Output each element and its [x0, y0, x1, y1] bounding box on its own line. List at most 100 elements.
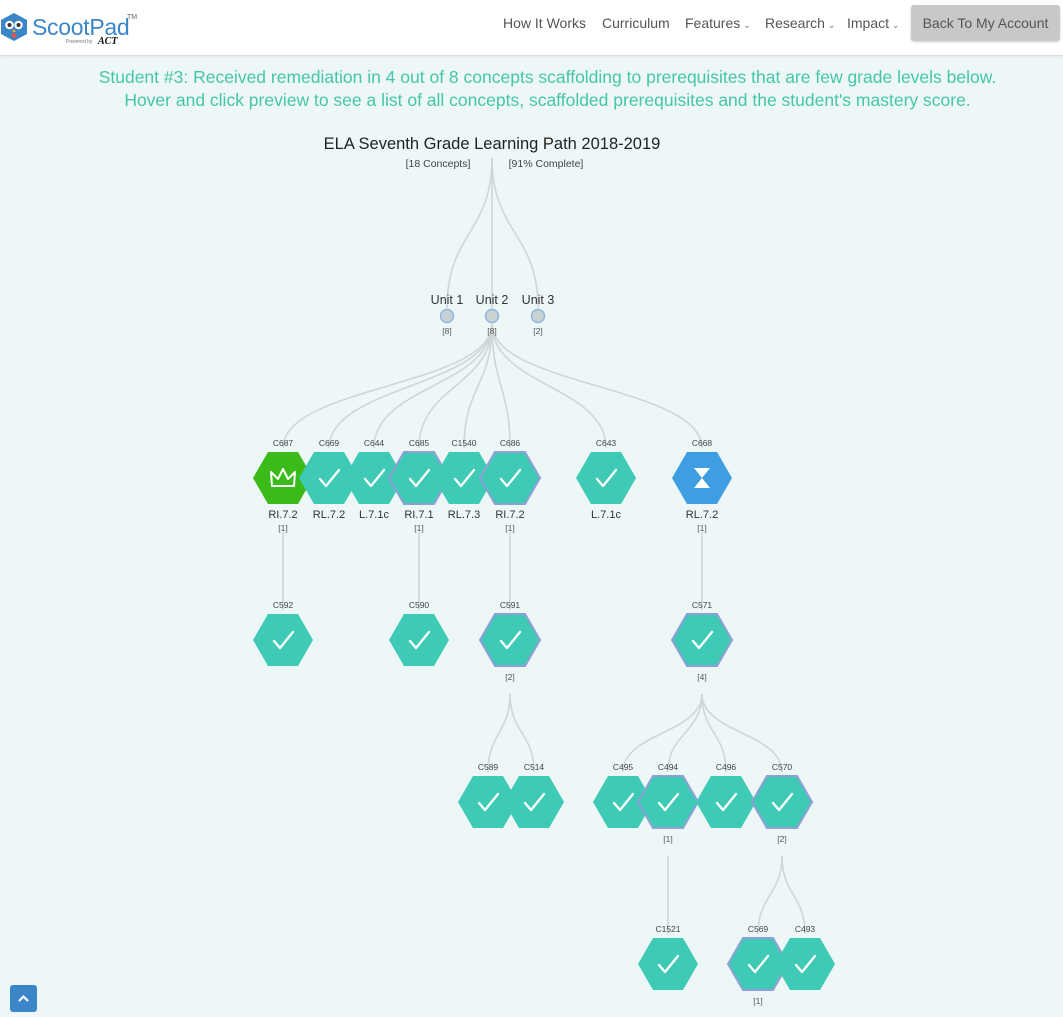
nav-how-it-works[interactable]: How It Works [503, 15, 586, 31]
concept-prerequisite-link [701, 693, 783, 773]
concept-node[interactable]: C514 [504, 762, 564, 828]
concept-hexagon [299, 452, 359, 504]
concept-count: [1] [505, 523, 514, 533]
checkmark-icon [477, 792, 500, 812]
checkmark-icon [771, 792, 794, 812]
concept-id: C592 [273, 600, 294, 610]
percent-complete: [91% Complete] [509, 158, 584, 170]
concept-count: [18 Concepts] [406, 158, 471, 170]
concept-id: C514 [524, 762, 545, 772]
concept-id: C495 [613, 762, 634, 772]
concept-node[interactable]: C590 [389, 600, 449, 666]
top-navbar: ScootPad TM Powered by ACT How It Works … [0, 0, 1063, 56]
concept-count: [4] [697, 672, 706, 682]
concept-id: C1521 [655, 924, 680, 934]
concept-hexagon [478, 613, 542, 667]
concept-hexagon [387, 451, 451, 505]
unit-node[interactable]: Unit 2[8] [476, 293, 509, 336]
chevron-down-icon: ⌄ [827, 20, 836, 30]
concept-prerequisite-link [757, 855, 783, 935]
concept-hexagon [636, 775, 700, 829]
concept-standard: RI.7.1 [404, 509, 433, 521]
concept-node[interactable]: C569[1] [726, 924, 790, 1006]
concept-hexagon [672, 452, 732, 504]
scootpad-logo[interactable]: ScootPad TM Powered by ACT [0, 6, 140, 48]
nav-research[interactable]: Research⌄ [765, 15, 835, 31]
concept-node[interactable]: C571[4] [670, 600, 734, 682]
nav-curriculum[interactable]: Curriculum [602, 15, 670, 31]
concept-hexagon [576, 452, 636, 504]
concept-id: C1540 [451, 438, 476, 448]
concept-hexagon [253, 614, 313, 666]
concept-standard: RL.7.2 [686, 509, 718, 521]
concept-id: C669 [319, 438, 340, 448]
concept-count: [1] [697, 523, 706, 533]
checkmark-icon [272, 630, 295, 650]
concept-standard: RI.7.2 [268, 509, 297, 521]
unit-label: Unit 1 [431, 293, 464, 307]
checkmark-icon [715, 792, 738, 812]
nav-impact[interactable]: Impact⌄ [847, 15, 900, 31]
concept-prerequisite-link [701, 693, 727, 773]
concept-node[interactable]: C495 [593, 762, 653, 828]
concept-hexagon [775, 938, 835, 990]
nav-label: Features [685, 15, 741, 31]
concept-node[interactable]: C496 [696, 762, 756, 828]
concept-node[interactable]: C1521 [638, 924, 698, 990]
checkmark-icon [408, 630, 431, 650]
concept-id: C494 [658, 762, 679, 772]
concept-node[interactable]: C570[2] [750, 762, 814, 844]
unit-node[interactable]: Unit 1[8] [431, 293, 464, 336]
concept-standard: RI.7.2 [495, 509, 524, 521]
unit-concept-link [463, 323, 493, 449]
concept-id: C686 [500, 438, 521, 448]
checkmark-icon [363, 468, 386, 488]
concept-hexagon [593, 776, 653, 828]
concept-id: C687 [273, 438, 294, 448]
scroll-to-top-button[interactable] [10, 985, 37, 1012]
checkmark-icon [612, 792, 635, 812]
tree-links [282, 157, 806, 935]
concept-node[interactable]: C592 [253, 600, 313, 666]
concept-hexagon [638, 938, 698, 990]
checkmark-icon [691, 630, 714, 650]
brand-name: ScootPad [32, 14, 130, 40]
crown-icon [270, 468, 296, 487]
learning-path-title: ELA Seventh Grade Learning Path 2018-201… [324, 135, 661, 153]
unit-circle [439, 308, 455, 324]
concept-standard: RL.7.3 [448, 509, 480, 521]
nav-label: How It Works [503, 15, 586, 31]
concept-standard: L.7.1c [591, 509, 621, 521]
concept-prerequisite-link [509, 693, 535, 773]
unit-node[interactable]: Unit 3[2] [522, 293, 555, 336]
back-to-account-button[interactable]: Back To My Account [911, 5, 1060, 41]
unit-circle [530, 308, 546, 324]
nav-features[interactable]: Features⌄ [685, 15, 751, 31]
intro-line-1: Student #3: Received remediation in 4 ou… [98, 67, 997, 87]
concept-standard: L.7.1c [359, 509, 389, 521]
concept-id: C591 [500, 600, 521, 610]
checkmark-icon [453, 468, 476, 488]
concept-hexagon [389, 614, 449, 666]
unit-count: [8] [487, 326, 496, 336]
concept-hexagon [670, 613, 734, 667]
concept-node[interactable]: C493 [775, 924, 835, 990]
concept-node[interactable]: C591[2] [478, 600, 542, 682]
intro-line-2: Hover and click preview to see a list of… [124, 90, 971, 110]
concept-hexagon [696, 776, 756, 828]
concept-node[interactable]: C589 [458, 762, 518, 828]
concept-node[interactable]: C494[1] [636, 762, 700, 844]
concept-id: C668 [692, 438, 713, 448]
concept-hexagon [458, 776, 518, 828]
checkmark-icon [657, 954, 680, 974]
unit-concept-link [373, 323, 493, 449]
